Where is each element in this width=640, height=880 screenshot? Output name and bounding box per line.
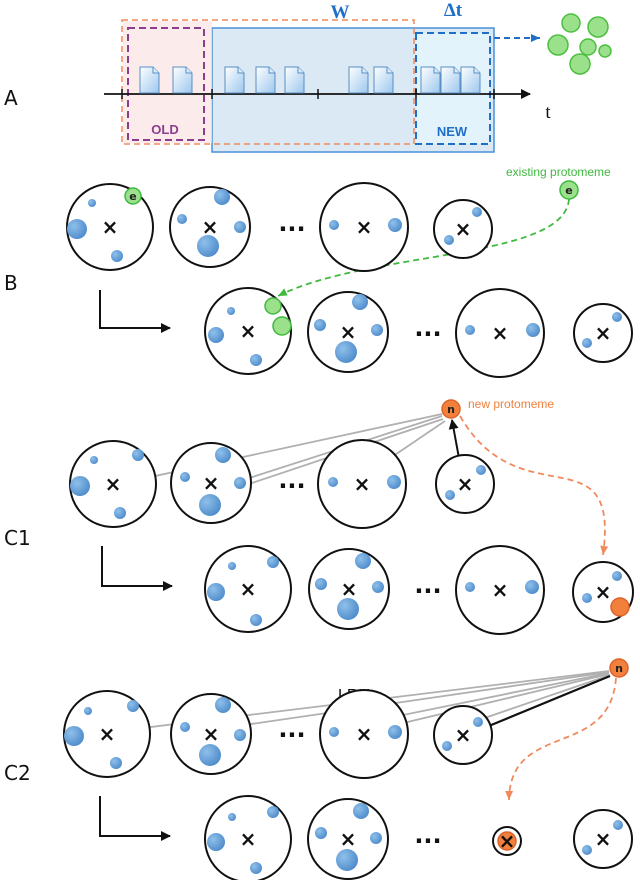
- new-label: NEW: [437, 124, 468, 139]
- ellipsis: ···: [278, 721, 305, 749]
- centroid-mark: ×: [102, 215, 119, 239]
- centroid-mark: ×: [105, 472, 122, 496]
- centroid-mark: ×: [356, 215, 373, 239]
- cluster-c2-top-3: ×: [319, 689, 409, 779]
- centroid-mark: ×: [492, 321, 509, 345]
- new-protomeme-label: new protomeme: [468, 397, 554, 411]
- panel-a: A W Δt OLD NEW t: [4, 0, 612, 153]
- old-label: OLD: [151, 122, 178, 137]
- cluster-c2-bottom-2: ×: [307, 798, 389, 880]
- existing-protomeme-label: existing protomeme: [506, 165, 611, 179]
- centroid-mark: ×: [240, 577, 257, 601]
- cluster-b-bottom-1: ×: [204, 287, 292, 375]
- previous-window-box: [121, 19, 415, 145]
- centroid-mark: ×: [341, 577, 358, 601]
- panel-c1: C1 n new protomeme ×: [4, 397, 634, 635]
- ellipsis: ···: [278, 215, 305, 243]
- centroid-mark: ×: [99, 722, 116, 746]
- cluster-b-top-3: ×: [319, 182, 409, 272]
- cluster-c1-bottom-4: ×: [572, 561, 634, 623]
- ellipsis: ···: [414, 320, 441, 348]
- centroid-mark: ×: [202, 215, 219, 239]
- cluster-c2-top-1: ×: [63, 690, 151, 778]
- delta-t-label: Δt: [444, 0, 463, 21]
- old-region-fill: [123, 21, 212, 143]
- panel-c2: C2 LRU n × ×: [4, 658, 633, 880]
- new-protomeme-node-c2: n: [609, 658, 629, 678]
- centroid-mark: ×: [354, 472, 371, 496]
- ellipsis: ···: [414, 577, 441, 605]
- cluster-c2-bottom-1: ×: [204, 795, 292, 880]
- cluster-c1-bottom-2: ×: [308, 548, 390, 630]
- centroid-mark: ×: [240, 319, 257, 343]
- new-badge-letter: n: [615, 662, 623, 675]
- centroid-mark: ×: [492, 578, 509, 602]
- ellipsis: ···: [414, 827, 441, 855]
- row-label-c1: C1: [4, 526, 31, 550]
- cluster-b-top-2: ×: [169, 186, 251, 268]
- cluster-c1-top-2: ×: [170, 442, 252, 524]
- panel-b: B existing protomeme e e × × ···: [4, 165, 633, 378]
- cluster-b-bottom-4: ×: [573, 303, 633, 363]
- row-label-c2: C2: [4, 761, 31, 785]
- existing-badge-letter: e: [565, 184, 572, 197]
- row-label-b: B: [4, 271, 18, 295]
- cluster-c1-top-1: ×: [69, 440, 157, 528]
- cluster-b-top-1: e ×: [66, 183, 154, 271]
- cluster-c2-top-4: ×: [433, 705, 493, 765]
- cluster-b-bottom-2: ×: [307, 291, 389, 373]
- time-ticks: [121, 89, 495, 99]
- centroid-mark: ×: [595, 321, 612, 345]
- cluster-c1-bottom-1: ×: [204, 545, 292, 633]
- centroid-mark: ×: [203, 471, 220, 495]
- transition-arrow-c1: [101, 546, 173, 591]
- centroid-mark: ×: [455, 723, 472, 747]
- assignment-arrow-c1: [459, 415, 609, 556]
- green-protomemes-group: [547, 13, 612, 75]
- centroid-mark: ×: [340, 320, 357, 344]
- centroid-mark: ×: [457, 472, 474, 496]
- transition-arrow-c2: [99, 796, 171, 841]
- centroid-mark: ×: [595, 827, 612, 851]
- centroid-mark: ×: [356, 722, 373, 746]
- cluster-c2-bottom-4: ×: [573, 809, 633, 869]
- centroid-mark: ×: [240, 827, 257, 851]
- new-protomeme-node-c1: n: [441, 399, 461, 419]
- window-w-label: W: [331, 2, 350, 23]
- centroid-mark: ×: [340, 827, 357, 851]
- existing-protomeme-node: e: [559, 180, 579, 200]
- existing-badge-in-cluster: e: [129, 190, 136, 203]
- transition-arrow-b: [99, 290, 171, 333]
- new-singleton-cluster: ×: [492, 826, 522, 856]
- cluster-c1-top-4: ×: [435, 454, 495, 514]
- cluster-b-bottom-3: ×: [455, 288, 545, 378]
- centroid-mark: ×: [455, 217, 472, 241]
- centroid-mark: ×: [203, 722, 220, 746]
- cluster-c1-bottom-3: ×: [455, 545, 545, 635]
- centroid-mark: ×: [595, 580, 612, 604]
- cluster-b-top-4: ×: [433, 199, 493, 259]
- cluster-c1-top-3: ×: [317, 439, 407, 529]
- new-badge-letter: n: [447, 403, 455, 416]
- centroid-mark: ×: [499, 829, 516, 853]
- row-label-a: A: [4, 86, 18, 110]
- cluster-c2-top-2: ×: [170, 693, 252, 775]
- old-box: [127, 27, 205, 141]
- time-label: t: [545, 102, 551, 123]
- ellipsis: ···: [278, 472, 305, 500]
